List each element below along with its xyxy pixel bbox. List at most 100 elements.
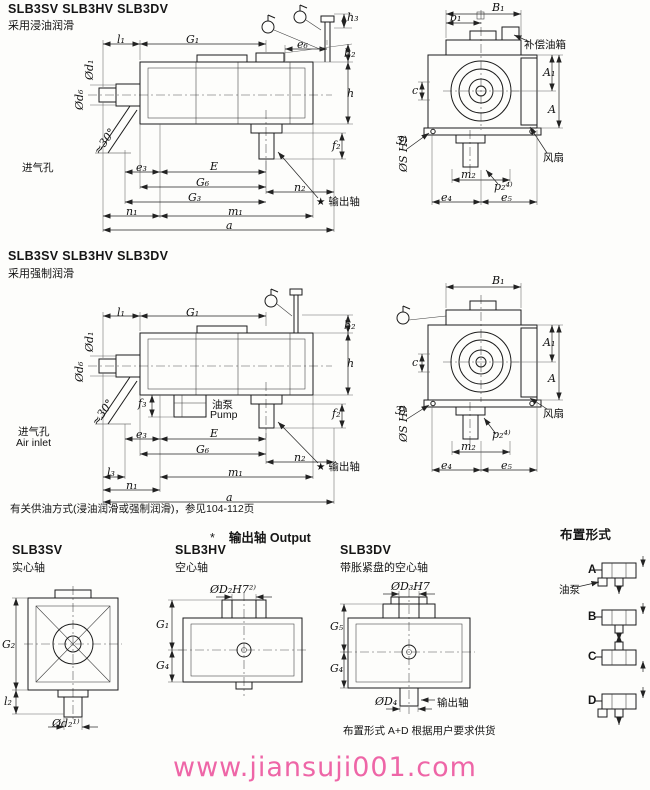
dim-f2-frc: f₂	[332, 407, 341, 420]
dim-g5: G₅	[330, 620, 344, 633]
dim-e5-frc: e₅	[501, 459, 512, 472]
label-pump-cn: 油泵	[212, 399, 233, 411]
arrangement-a-icon	[595, 556, 646, 594]
variant-slb3dv-model: SLB3DV	[340, 543, 392, 557]
dim-e4-frc: e₄	[441, 459, 452, 472]
dim-d6-frc: Ød₆	[73, 361, 86, 382]
dim-e-frc: E	[210, 427, 219, 440]
variant-slb3hv-model: SLB3HV	[175, 543, 227, 557]
arrangement-option-d: D	[588, 695, 597, 707]
arrangement-option-a: A	[588, 564, 597, 576]
variant-slb3hv-desc: 空心轴	[175, 562, 208, 574]
dim-p2-imm: p₂⁴⁾	[494, 180, 513, 193]
dim-m1-imm: m₁	[228, 205, 243, 218]
dim-e5-imm: e₅	[501, 191, 512, 204]
dim-e4-imm: e₄	[441, 191, 452, 204]
dim-h2-frc: h₂	[344, 319, 356, 332]
variant-slb3sv-model: SLB3SV	[12, 543, 63, 557]
label-comp-tank: 补偿油箱	[524, 39, 566, 51]
fn-3-imm: 3)	[396, 134, 408, 147]
label-air-inlet-imm: 进气孔	[22, 162, 54, 174]
breather-icon-end	[396, 305, 447, 325]
dim-e6: e₆	[297, 38, 308, 51]
arrangement-note: 布置形式 A+D 根据用户要求供货	[343, 725, 496, 737]
dim-g2: G₂	[2, 638, 16, 651]
compensation-tank	[501, 26, 520, 41]
dim-l1-frc: l₁	[117, 306, 125, 319]
variant-slb3sv-desc: 实心轴	[12, 562, 45, 574]
oil-pump	[173, 394, 207, 418]
dim-g4-dv: G₄	[330, 662, 344, 675]
drawing-end-forced	[396, 283, 563, 473]
arrangement-option-c: C	[588, 651, 597, 663]
dim-dd3: ØD₃H7	[391, 580, 430, 593]
dim-g6-frc: G₆	[196, 443, 210, 456]
dim-m2-frc: m₂	[461, 440, 476, 453]
arrangement-d-icon	[595, 687, 646, 725]
dim-d1-frc: Ød₁	[83, 331, 96, 352]
dim-a-end-frc: A	[548, 372, 556, 385]
dim-e-imm: E	[210, 160, 219, 173]
dim-h-imm: h	[347, 87, 355, 100]
label-air-cn-frc: 进气孔	[18, 426, 50, 438]
section-immersion-subtitle: 采用浸油润滑	[8, 20, 74, 32]
dim-g3-imm: G₃	[188, 191, 202, 204]
dim-d6-imm: Ød₆	[73, 89, 86, 110]
label-pump-en: Pump	[210, 409, 238, 421]
section-immersion-title: SLB3SV SLB3HV SLB3DV	[8, 2, 169, 16]
fan-hatch-forced	[520, 327, 538, 398]
thermometer-icon	[293, 4, 322, 31]
dim-e3-imm: e₃	[136, 161, 147, 174]
label-fan-frc: 风扇	[543, 408, 564, 420]
drawing-slb3sv	[12, 586, 122, 730]
dim-l1-imm: l₁	[117, 33, 125, 46]
arrangement-option-b: B	[588, 611, 597, 623]
label-pump-arr: 油泵	[559, 584, 580, 596]
dim-n2-frc: n₂	[294, 451, 306, 464]
dim-g1-hv: G₁	[156, 618, 170, 631]
dim-s-imm: ØS H9	[397, 135, 410, 172]
dim-b1-small-imm: b₁	[450, 11, 462, 24]
drawing-side-forced	[88, 288, 353, 505]
section-forced-subtitle: 采用强制润滑	[8, 268, 74, 280]
dim-g1-frc: G₁	[186, 306, 200, 319]
output-star: *	[210, 531, 215, 545]
label-output-dv: 输出轴	[437, 697, 469, 709]
dim-g1-imm: G₁	[186, 33, 200, 46]
dim-d2: Ød₂¹⁾	[52, 717, 80, 730]
dim-h2-imm: h₂	[344, 47, 356, 60]
label-fan-imm: 风扇	[543, 152, 564, 164]
breather-icon	[261, 14, 323, 51]
arrangement-icons	[576, 556, 646, 725]
dim-c-imm: c	[412, 84, 419, 97]
dim-a-end-imm: A	[548, 103, 556, 116]
dim-n1-frc: n₁	[126, 479, 138, 492]
dim-n2-imm: n₂	[294, 181, 306, 194]
dim-h-frc: h	[347, 357, 355, 370]
dim-dd2: ØD₂H7²⁾	[210, 583, 256, 596]
dim-a1-frc: A₁	[543, 336, 556, 349]
dim-a-frc: a	[226, 491, 233, 504]
shrink-disk	[382, 596, 436, 619]
dim-s-frc: ØS H9	[397, 405, 410, 442]
dim-e3-frc: e₃	[136, 428, 147, 441]
dim-f3: f₃	[138, 397, 147, 410]
dim-m1-frc: m₁	[228, 466, 243, 479]
watermark: www.jiansuji001.com	[173, 752, 477, 783]
label-output-imm: ★ 输出轴	[316, 196, 360, 208]
label-air-en-frc: Air inlet	[16, 437, 52, 449]
dim-f2-imm: f₂	[332, 139, 341, 152]
dim-m2-imm: m₂	[461, 168, 476, 181]
dim-b1-big-imm: B₁	[492, 1, 505, 14]
dim-l2: l₂	[4, 695, 12, 708]
dim-d1-imm: Ød₁	[83, 59, 96, 80]
arrangement-c-icon	[595, 634, 646, 672]
output-section-heading: * 输出轴 Output	[210, 527, 311, 546]
dim-g4-hv: G₄	[156, 659, 170, 672]
dim-h3: h₃	[347, 11, 359, 24]
output-title: 输出轴 Output	[228, 531, 311, 545]
label-output-frc: ★ 输出轴	[316, 461, 360, 473]
dim-n1-imm: n₁	[126, 205, 138, 218]
